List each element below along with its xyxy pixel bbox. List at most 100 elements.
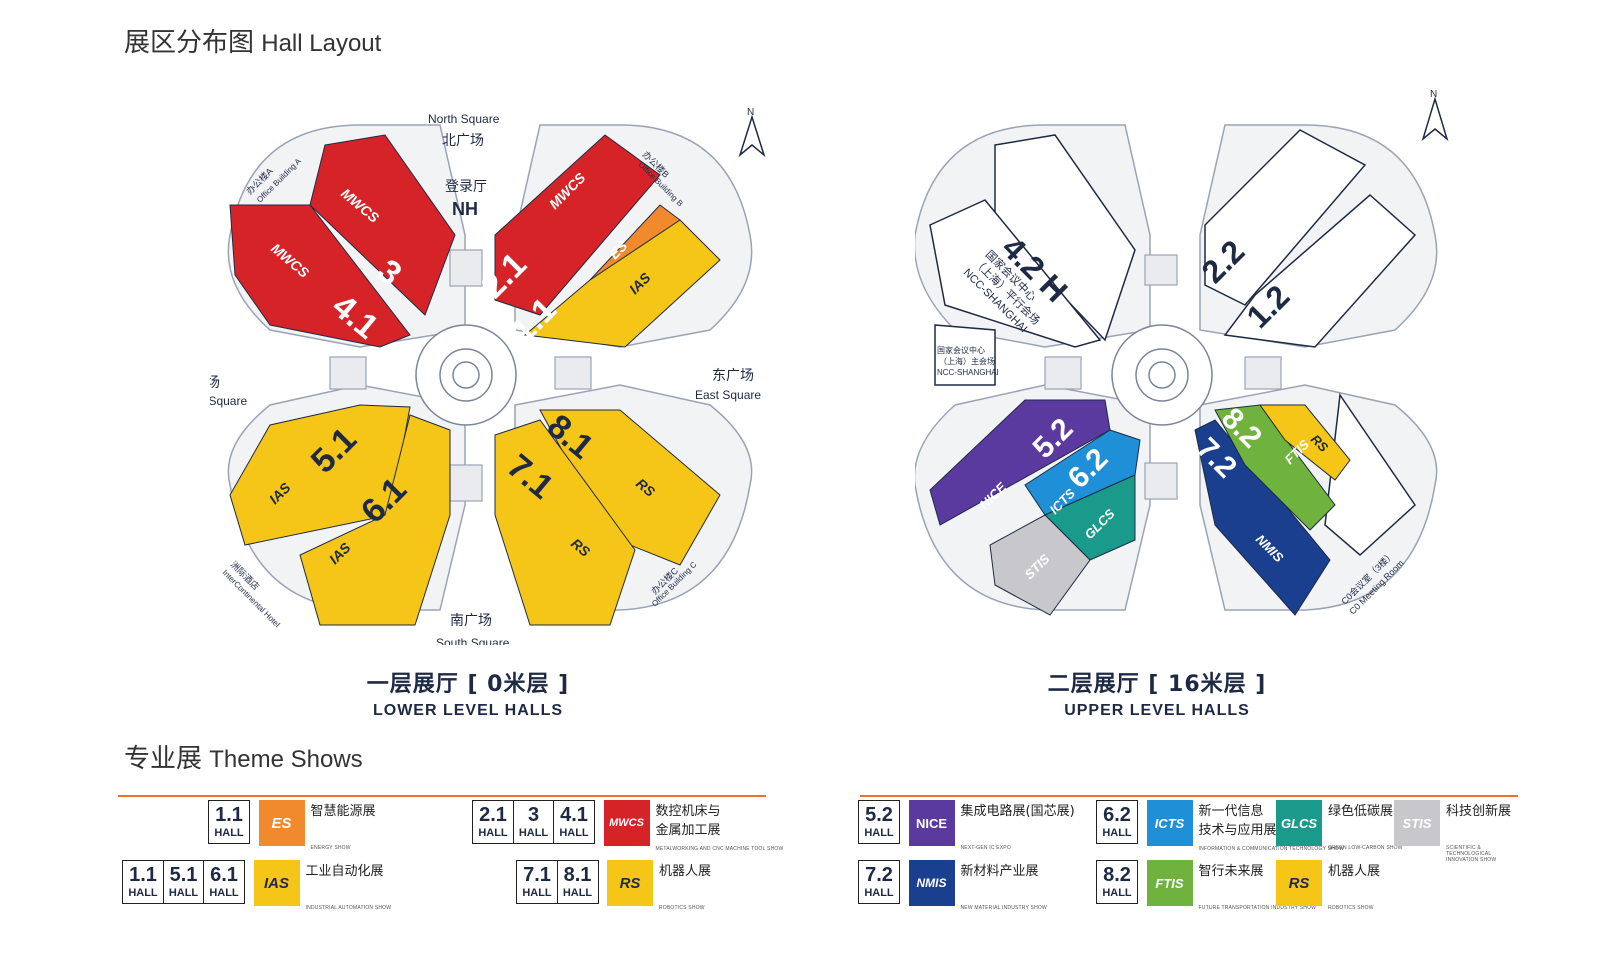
es-logo: ES [258, 800, 305, 846]
hall-4-2-block-b [929, 199, 1102, 348]
upper-level-label-en: UPPER LEVEL HALLS [1064, 702, 1250, 719]
hall-5-2-block [929, 399, 1111, 526]
east-square-en: East Square [695, 388, 761, 402]
mwcs-cn1: 数控机床与 [655, 804, 721, 819]
north-square-en: North Square [428, 112, 500, 126]
nmis-cn: 新材料产业展 [960, 864, 1039, 879]
hall-8-2-rs-block [1259, 404, 1351, 481]
es-cn: 智慧能源展 [310, 804, 376, 819]
ncc-main-block [934, 324, 996, 386]
ftis-cn: 智行未来展 [1198, 864, 1264, 879]
hall-8-2-block [1214, 404, 1336, 531]
theme-rule-right [860, 795, 1518, 797]
lobby-code: NH [452, 199, 478, 219]
ias-en: INDUSTRIAL AUTOMATION SHOW [305, 905, 392, 911]
nmis-logo: NMIS [908, 860, 955, 906]
north-arrow-icon: N [738, 107, 766, 158]
south-square-cn: 南广场 [450, 612, 492, 628]
hall-1-2-block [1223, 194, 1417, 348]
rs2-en: ROBOTICS SHOW [1328, 905, 1374, 911]
icts-en: INFORMATION & COMMUNICATION TECHNOLOGY S… [1198, 846, 1344, 852]
title-cn: 展区分布图 [124, 28, 255, 58]
stis-logo: STIS [1394, 800, 1440, 846]
nmis-en: NEW MATERIAL INDUSTRY SHOW [960, 905, 1047, 911]
hall-upper-white-se [1324, 392, 1416, 557]
hall-4-1-block [229, 204, 411, 348]
lower-level-map: 3 4.1 2.1 1.1 5.1 6.1 8.1 7.1 MWCS MWCS … [210, 107, 766, 645]
hall-6-1-block [299, 414, 451, 626]
legend-stis: STIS 科技创新展 SCIENTIFIC & TECHNOLOGICAL INN… [1394, 800, 1516, 863]
east-square-cn: 东广场 [712, 367, 754, 383]
upper-level-label: 二层展厅 [ 16米层 ] UPPER LEVEL HALLS [1007, 666, 1307, 720]
ftis-logo: FTIS [1146, 860, 1193, 906]
nice-cn: 集成电路展(国芯展) [960, 804, 1075, 819]
theme-cn: 专业展 [124, 744, 203, 774]
glcs-cn: 绿色低碳展 [1328, 804, 1394, 819]
theme-rule-left [118, 795, 766, 797]
rs2-cn: 机器人展 [1328, 864, 1381, 879]
icts-cn1: 新一代信息 [1198, 804, 1264, 819]
svg-text:N: N [747, 107, 754, 118]
ftis-en: FUTURE TRANSPORTATION INDUSTRY SHOW [1198, 905, 1317, 911]
rs-logo-upper: RS [1276, 860, 1322, 906]
title-en: Hall Layout [261, 30, 382, 57]
hall-2-2-block [1204, 129, 1367, 306]
west-square-cn: 西广场 [210, 374, 220, 390]
south-square-en: South Square [436, 636, 510, 645]
mwcs-cn2: 金属加工展 [655, 823, 721, 838]
lower-level-label-cn: 一层展厅 [ 0米层 ] [366, 672, 570, 697]
lower-level-label: 一层展厅 [ 0米层 ] LOWER LEVEL HALLS [318, 666, 618, 720]
stis-cn: 科技创新展 [1446, 804, 1512, 819]
hall-1-1-block [523, 219, 721, 348]
rs1-cn: 机器人展 [659, 864, 712, 879]
legend-rs-upper: RS 机器人展 ROBOTICS SHOW [1276, 860, 1380, 911]
ncc-main-l3: NCC-SHANGHAI [937, 368, 999, 377]
theme-shows-heading: 专业展 Theme Shows [124, 738, 363, 775]
lobby-cn: 登录厅 [445, 178, 487, 194]
es-en: ENERGY SHOW [310, 845, 351, 851]
hall-5-1-block [229, 404, 411, 546]
ncc-main-l2: （上海）主会场 [939, 356, 995, 366]
hall-stis-block [989, 514, 1091, 616]
theme-en: Theme Shows [209, 746, 363, 773]
hall-3-block [309, 134, 456, 316]
upper-level-label-cn: 二层展厅 [ 16米层 ] [1047, 672, 1267, 697]
nice-logo: NICE [908, 800, 955, 846]
hall-7-2-block [1194, 419, 1331, 616]
rs-logo: RS [607, 860, 653, 906]
hall-7-1-block [494, 419, 636, 626]
ncc-main-l1: 国家会议中心 [937, 345, 985, 355]
stis-en: SCIENTIFIC & TECHNOLOGICAL INNOVATION SH… [1446, 845, 1497, 863]
rs1-en: ROBOTICS SHOW [659, 905, 705, 911]
glcs-logo: GLCS [1276, 800, 1322, 846]
hall-2-1-block [494, 134, 661, 316]
svg-text:N: N [1430, 89, 1437, 100]
nice-en: NEXT-GEN IC EXPO [960, 845, 1011, 851]
mwcs-logo: MWCS [603, 800, 650, 846]
page-title: 展区分布图 Hall Layout [124, 22, 381, 59]
west-square-en: West Square [210, 394, 247, 408]
icts-cn2: 技术与应用展 [1198, 823, 1277, 838]
ias-logo: IAS [253, 860, 300, 906]
